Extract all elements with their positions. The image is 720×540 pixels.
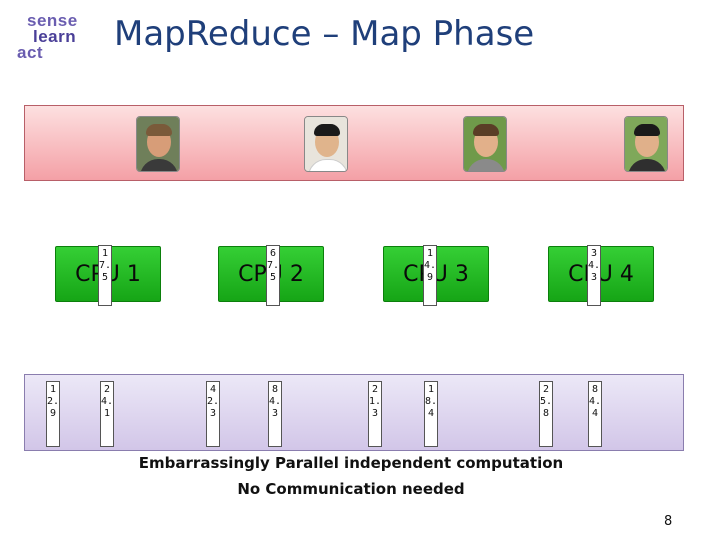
person-photo-4 (624, 116, 668, 172)
person-photo-1 (136, 116, 180, 172)
number-card: 42.3 (206, 381, 220, 447)
person-photo-3 (463, 116, 507, 172)
number-card: 24.1 (100, 381, 114, 447)
data-band (24, 374, 684, 451)
page-number: 8 (664, 514, 672, 529)
number-card: 84.3 (268, 381, 282, 447)
number-card-cpu-4: 34.3 (587, 245, 601, 306)
sense-learn-act-logo: sense learn act (17, 12, 89, 62)
cpu-label-4: CPU 4 (549, 247, 653, 301)
number-card-cpu-3: 14.9 (423, 245, 437, 306)
people-band (24, 105, 684, 181)
number-card: 12.9 (46, 381, 60, 447)
logo-line-act: act (17, 44, 43, 61)
number-card: 18.4 (424, 381, 438, 447)
caption-line-1: Embarrassingly Parallel independent comp… (0, 454, 702, 472)
number-card: 25.8 (539, 381, 553, 447)
number-card-cpu-2: 67.5 (266, 245, 280, 306)
number-card: 84.4 (588, 381, 602, 447)
caption-line-2: No Communication needed (0, 480, 702, 498)
cpu-box-4: CPU 4 (548, 246, 654, 302)
number-card: 21.3 (368, 381, 382, 447)
number-card-cpu-1: 17.5 (98, 245, 112, 306)
person-photo-2 (304, 116, 348, 172)
slide-title: MapReduce – Map Phase (114, 14, 534, 54)
